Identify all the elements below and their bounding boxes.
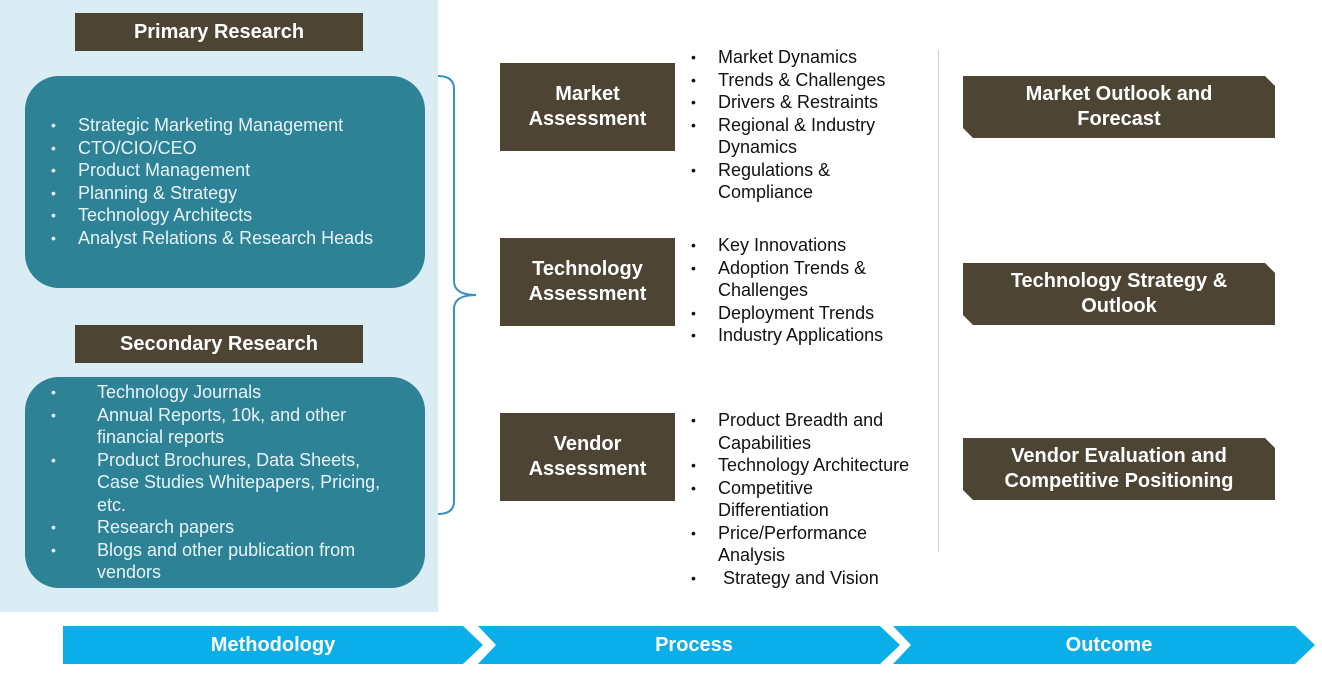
list-item: Price/Performance Analysis xyxy=(691,522,888,567)
vendor-assessment-title-line1: Vendor xyxy=(553,433,622,455)
list-item: Technology Architecture xyxy=(691,454,928,477)
list-item: Adoption Trends & Challenges xyxy=(691,257,888,302)
list-item: Strategy and Vision xyxy=(691,567,928,590)
methodology-chevron: Methodology xyxy=(63,626,483,664)
list-item: Product Breadth and Capabilities xyxy=(691,409,898,454)
list-item: Trends & Challenges xyxy=(691,69,928,92)
secondary-research-title: Secondary Research xyxy=(120,332,318,355)
list-item: Market Dynamics xyxy=(691,46,928,69)
secondary-research-list: Technology Journals Annual Reports, 10k,… xyxy=(51,381,397,584)
outcome-chevron-label: Outcome xyxy=(1065,633,1153,656)
process-chevron: Process xyxy=(478,626,900,664)
market-outlook-line2: Forecast xyxy=(1077,108,1161,130)
list-item: Drivers & Restraints xyxy=(691,91,928,114)
market-assessment-title-line1: Market xyxy=(555,83,620,105)
list-item: Planning & Strategy xyxy=(51,182,408,205)
technology-strategy-box: Technology Strategy & Outlook xyxy=(963,263,1275,325)
vendor-evaluation-line2: Competitive Positioning xyxy=(1004,470,1234,492)
secondary-research-box: Technology Journals Annual Reports, 10k,… xyxy=(25,377,425,588)
vendor-assessment-list: Product Breadth and Capabilities Technol… xyxy=(691,409,928,590)
brace-connector xyxy=(438,75,477,515)
process-chevron-label: Process xyxy=(655,633,733,656)
list-item: Product Brochures, Data Sheets, Case Stu… xyxy=(51,449,397,517)
outcome-chevron: Outcome xyxy=(893,626,1315,664)
list-item: Industry Applications xyxy=(691,324,928,347)
list-item: Strategic Marketing Management xyxy=(51,114,408,137)
primary-research-title: Primary Research xyxy=(133,20,305,43)
market-outlook-line1: Market Outlook and xyxy=(1025,83,1213,105)
primary-research-box: Strategic Marketing Management CTO/CIO/C… xyxy=(25,76,425,288)
technology-assessment-title-line1: Technology xyxy=(532,258,643,280)
market-assessment-list: Market Dynamics Trends & Challenges Driv… xyxy=(691,46,928,204)
primary-research-label: Primary Research xyxy=(75,13,363,51)
list-item: Research papers xyxy=(51,516,397,539)
technology-assessment-title-line2: Assessment xyxy=(528,283,647,305)
list-item: Key Innovations xyxy=(691,234,928,257)
methodology-chevron-label: Methodology xyxy=(210,633,336,656)
market-assessment-title-line2: Assessment xyxy=(528,108,647,130)
list-item: Product Management xyxy=(51,159,408,182)
list-item: Regulations & Compliance xyxy=(691,159,848,204)
list-item: Technology Architects xyxy=(51,204,408,227)
list-item: Analyst Relations & Research Heads xyxy=(51,227,408,250)
vendor-evaluation-line1: Vendor Evaluation and xyxy=(1011,445,1227,467)
vendor-assessment-title-line2: Assessment xyxy=(528,458,647,480)
primary-research-list: Strategic Marketing Management CTO/CIO/C… xyxy=(51,114,408,250)
secondary-research-label: Secondary Research xyxy=(75,325,363,363)
list-item: Annual Reports, 10k, and other financial… xyxy=(51,404,397,449)
list-item: Deployment Trends xyxy=(691,302,928,325)
divider xyxy=(938,50,939,552)
list-item: Competitive Differentiation xyxy=(691,477,848,522)
list-item: Blogs and other publication from vendors xyxy=(51,539,397,584)
list-item: Regional & Industry Dynamics xyxy=(691,114,888,159)
list-item: Technology Journals xyxy=(51,381,397,404)
technology-assessment-list: Key Innovations Adoption Trends & Challe… xyxy=(691,234,928,347)
technology-strategy-line2: Outlook xyxy=(1081,295,1157,317)
list-item: CTO/CIO/CEO xyxy=(51,137,408,160)
technology-strategy-line1: Technology Strategy & xyxy=(1010,270,1228,292)
